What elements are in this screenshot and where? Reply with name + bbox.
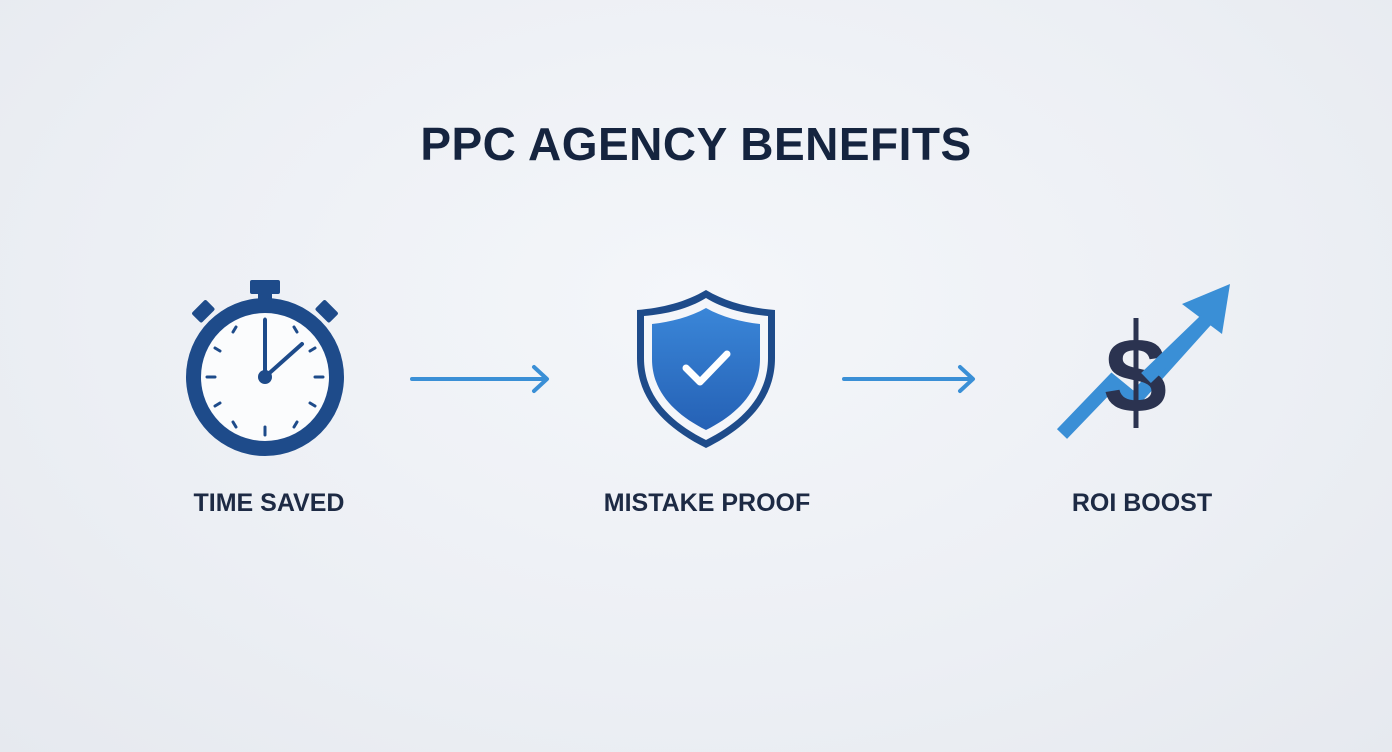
svg-text:S: S [1103, 320, 1170, 432]
page-title: PPC AGENCY BENEFITS [420, 118, 972, 170]
stopwatch-icon [182, 276, 348, 458]
step-label-roi-boost: ROI BOOST [1071, 489, 1213, 517]
step-label-mistake-proof: MISTAKE PROOF [603, 489, 811, 517]
step-label-time-saved: TIME SAVED [193, 489, 345, 517]
shield-check-icon [634, 288, 778, 450]
arrow-right-icon [410, 364, 552, 394]
arrow-right-icon [842, 364, 978, 394]
dollar-growth-arrow-icon: S [1054, 282, 1236, 444]
